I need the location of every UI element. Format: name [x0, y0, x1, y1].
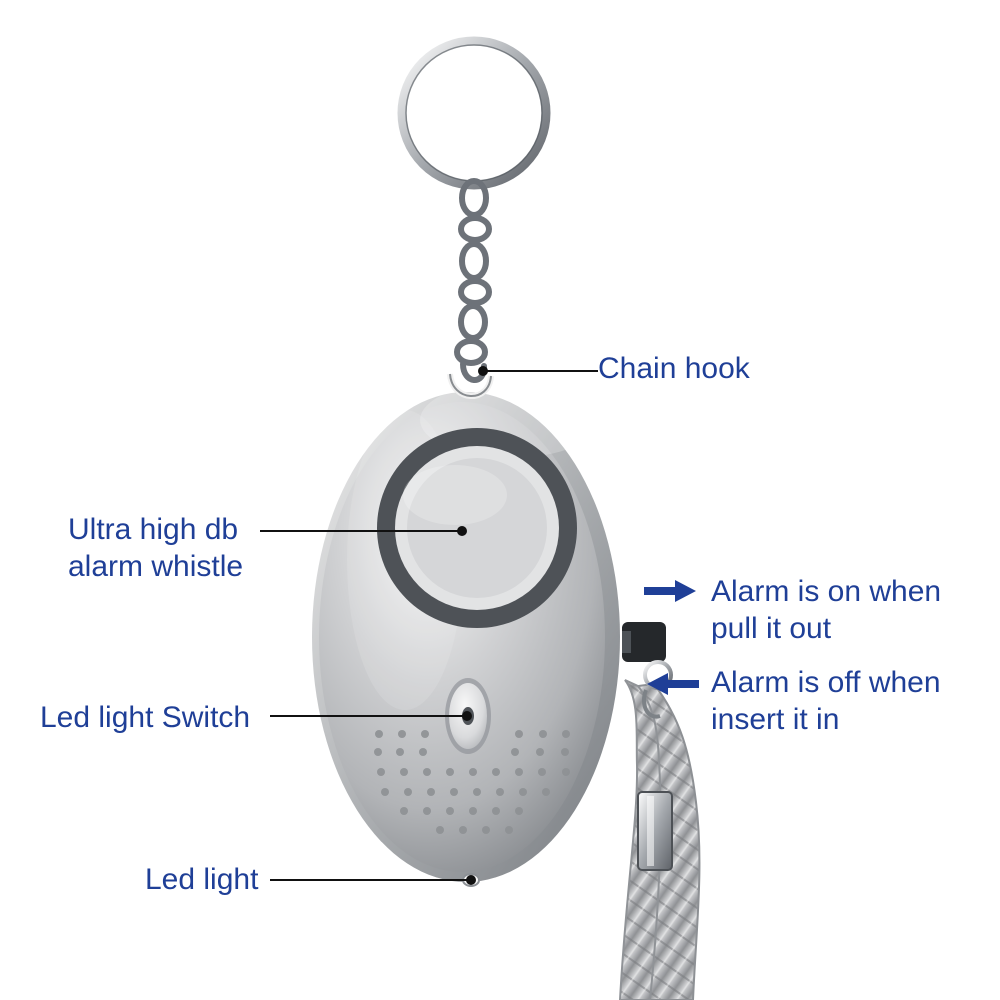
alarm-whistle-label-line-2: alarm whistle	[68, 550, 244, 583]
alarm-whistle-label-line-1: Ultra high db	[68, 513, 239, 546]
alarm-off-label-line-1: Alarm is off when	[711, 666, 941, 699]
leader-lines	[260, 370, 598, 881]
led-switch-label: Led light Switch	[40, 701, 251, 734]
right-arrow-icon	[644, 580, 696, 602]
alarm-on-label-line-1: Alarm is on when	[711, 575, 942, 608]
leader-dots	[457, 366, 488, 885]
alarm-on-label: Alarm is on when pull it out	[711, 573, 941, 647]
led-light-label: Led light	[145, 863, 259, 896]
key-ring	[397, 36, 551, 190]
left-arrow-icon	[647, 673, 699, 695]
alarm-off-label: Alarm is off when insert it in	[711, 664, 941, 738]
alarm-whistle-label: Ultra high db alarm whistle	[68, 511, 243, 585]
alarm-device	[312, 373, 666, 887]
metal-chain	[454, 178, 492, 383]
wrist-strap	[618, 660, 701, 1000]
alarm-off-label-line-2: insert it in	[711, 703, 840, 736]
alarm-on-label-line-2: pull it out	[711, 612, 832, 645]
chain-hook-label: Chain hook	[598, 352, 750, 385]
